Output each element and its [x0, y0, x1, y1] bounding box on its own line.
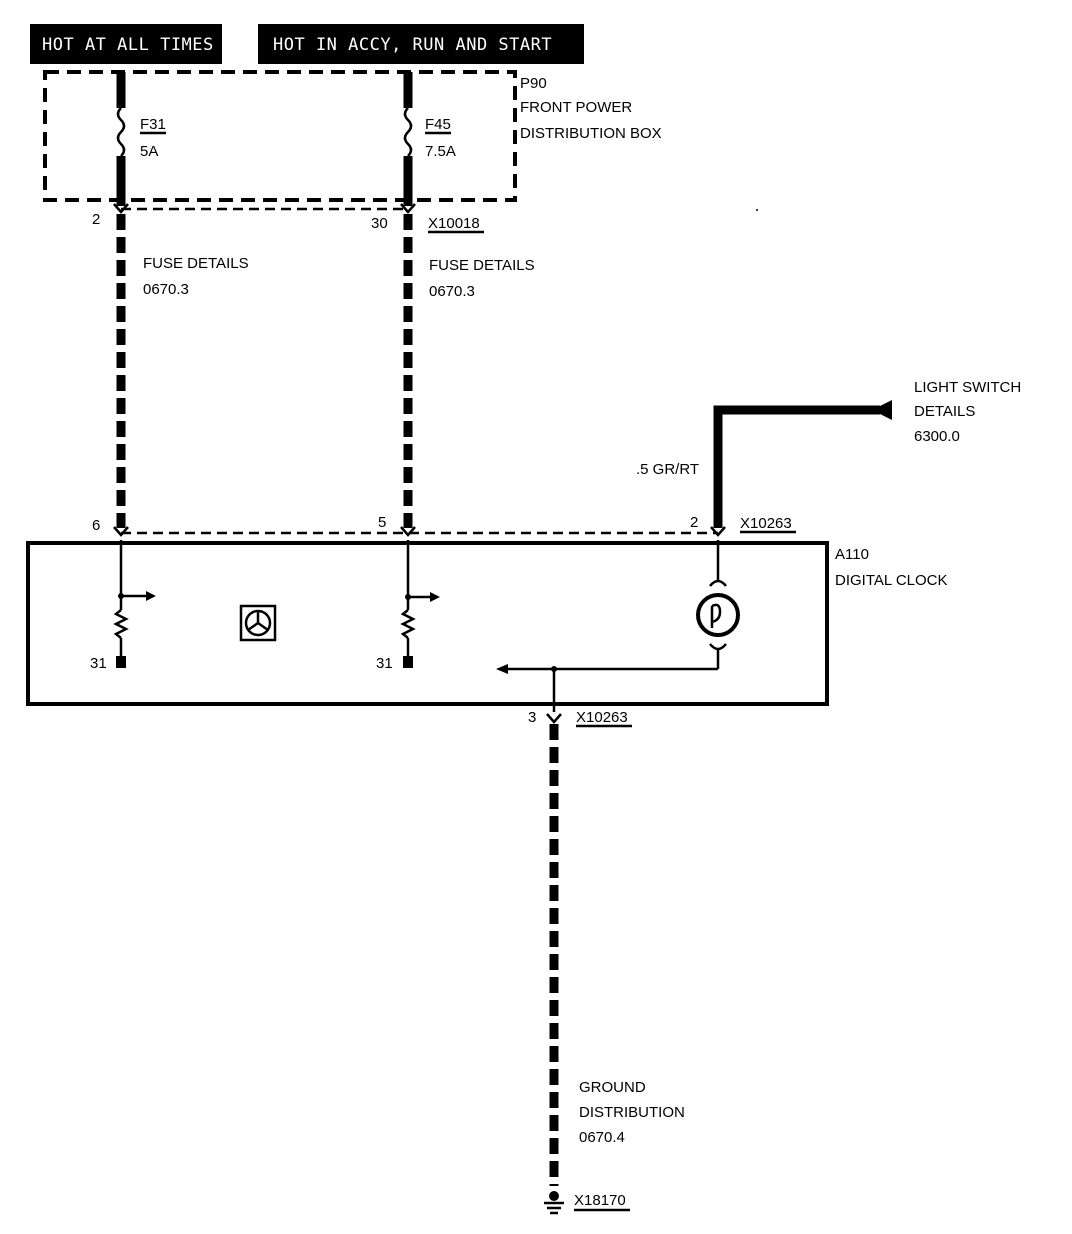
pin-2-chevron	[113, 203, 129, 214]
connector-x10263-bottom-label: X10263	[576, 709, 628, 726]
pin-3-chevron	[546, 713, 562, 724]
pin-30-label: 30	[371, 215, 388, 232]
pin-31-middle-terminal	[403, 656, 413, 668]
pin-31-middle-label: 31	[376, 655, 393, 672]
connector-x10018-label: X10018	[428, 215, 480, 232]
fuse-f45-rating: 7.5A	[425, 143, 456, 160]
internal-middle-arrow-icon	[430, 592, 440, 602]
fuse-details-right-line2: 0670.3	[429, 283, 475, 300]
power-box-line2: DISTRIBUTION BOX	[520, 125, 662, 142]
pin-5-label: 5	[378, 514, 386, 531]
pin-6-chevron	[113, 526, 129, 537]
header-hot-in-accy-text: HOT IN ACCY, RUN AND START	[273, 35, 552, 55]
header-hot-at-all-times: HOT AT ALL TIMES	[30, 24, 222, 64]
lamp-filament-icon	[710, 603, 722, 628]
ground-node	[549, 1191, 559, 1201]
ground-line3: 0670.4	[579, 1129, 625, 1146]
internal-left-arrow-icon	[146, 591, 156, 601]
fuse-f45-symbol	[403, 107, 413, 157]
fuse-details-right-line1: FUSE DETAILS	[429, 257, 535, 274]
pin-2-clock-label: 2	[690, 514, 698, 531]
pin-2-label: 2	[92, 211, 100, 228]
clock-name: DIGITAL CLOCK	[835, 572, 948, 589]
digital-clock-module	[26, 541, 829, 706]
pin-5-chevron	[400, 526, 416, 537]
resistor-left-icon	[113, 609, 129, 639]
fuse-f31-symbol	[116, 107, 126, 157]
pin-2-clock-chevron	[710, 526, 726, 537]
lamp-socket-top	[709, 579, 727, 587]
resistor-middle-icon	[400, 609, 416, 639]
ground-line2: DISTRIBUTION	[579, 1104, 685, 1121]
module-connector-ring	[244, 609, 272, 637]
scan-speck	[756, 209, 758, 211]
connector-x10263-top-label: X10263	[740, 515, 792, 532]
fuse-f31-rating: 5A	[140, 143, 158, 160]
header-hot-in-accy: HOT IN ACCY, RUN AND START	[258, 24, 584, 64]
clock-id: A110	[835, 546, 869, 563]
wire-light-switch	[713, 405, 880, 528]
pin-30-chevron	[400, 203, 416, 214]
fuse-details-left-line1: FUSE DETAILS	[143, 255, 249, 272]
pin-3-label: 3	[528, 709, 536, 726]
light-switch-line3: 6300.0	[914, 428, 960, 445]
light-switch-line1: LIGHT SWITCH	[914, 379, 1021, 396]
internal-ground-arrow-icon	[496, 664, 508, 674]
ground-line1: GROUND	[579, 1079, 646, 1096]
light-switch-arrow-icon	[872, 400, 892, 420]
module-connector-icon	[239, 604, 277, 642]
fuse-details-left-line2: 0670.3	[143, 281, 189, 298]
pin-6-label: 6	[92, 517, 100, 534]
power-box-line1: FRONT POWER	[520, 99, 632, 116]
connector-x18170-label: X18170	[574, 1192, 626, 1209]
header-hot-at-all-times-text: HOT AT ALL TIMES	[42, 35, 214, 55]
light-switch-line2: DETAILS	[914, 403, 975, 420]
lamp-bulb-icon	[696, 593, 740, 637]
power-box-id: P90	[520, 75, 547, 92]
lamp-socket-bottom	[709, 643, 727, 651]
fuse-f31-id: F31	[140, 116, 166, 133]
module-connector-spokes	[247, 612, 269, 632]
wire-spec-label: .5 GR/RT	[636, 461, 699, 478]
pin-31-left-terminal	[116, 656, 126, 668]
pin-31-left-label: 31	[90, 655, 107, 672]
fuse-f45-id: F45	[425, 116, 451, 133]
power-distribution-box	[43, 70, 517, 202]
